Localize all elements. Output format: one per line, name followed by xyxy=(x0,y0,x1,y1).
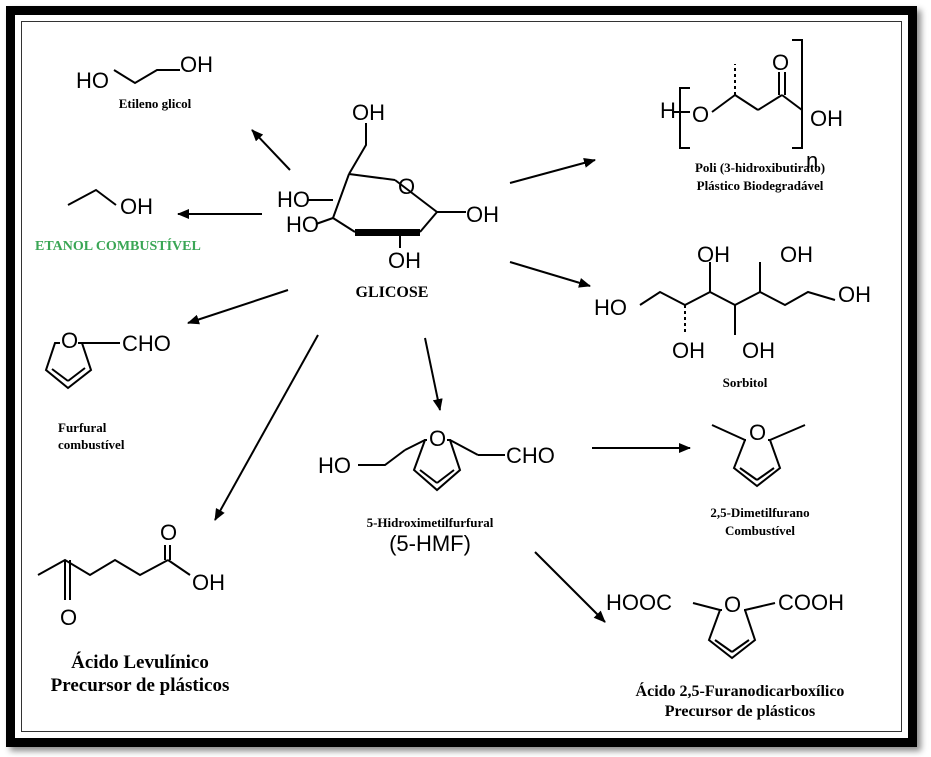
furfural-cho: CHO xyxy=(122,331,171,356)
arrow-to-sorbitol xyxy=(509,261,591,288)
dmf-o: O xyxy=(749,420,766,445)
fdca-o: O xyxy=(724,592,741,617)
hmf-cho: CHO xyxy=(506,443,555,468)
phb-caption-1: Poli (3-hidroxibutirato) xyxy=(695,160,825,175)
levulinico-o-top: O xyxy=(160,520,177,545)
furfural-structure: O CHO xyxy=(44,328,171,390)
dmf-structure: O xyxy=(711,420,806,488)
sorbitol-ho: HO xyxy=(594,295,627,320)
phb-h: H xyxy=(660,98,676,123)
hmf-caption-1: 5-Hidroximetilfurfural xyxy=(367,515,494,530)
glucose-oh-bottom: OH xyxy=(388,248,421,273)
levulinico-caption-2: Precursor de plásticos xyxy=(51,675,230,696)
furfural-caption-2: combustível xyxy=(58,437,125,452)
ethanol-structure: OH xyxy=(67,188,153,219)
arrow-to-phb xyxy=(509,158,596,184)
phb-oh: OH xyxy=(810,106,843,131)
glucose-oh-right: OH xyxy=(466,202,499,227)
dmf-caption-1: 2,5-Dimetilfurano xyxy=(710,505,809,520)
glucose-structure: OH O HO HO OH OH xyxy=(277,100,499,273)
sorbitol-oh-2: OH xyxy=(780,242,813,267)
sorbitol-oh-5: OH xyxy=(742,338,775,363)
hmf-ho: HO xyxy=(318,453,351,478)
levulinic-acid-structure: O O OH xyxy=(37,520,225,630)
phb-n: n xyxy=(806,148,818,173)
etileno-oh: OH xyxy=(180,52,213,77)
dmf-caption-2: Combustível xyxy=(725,523,795,538)
phb-structure: H O O OH n xyxy=(660,39,843,173)
hmf-structure: O HO CHO xyxy=(318,425,555,492)
levulinico-oh: OH xyxy=(192,570,225,595)
sorbitol-caption: Sorbitol xyxy=(723,375,768,390)
hmf-o: O xyxy=(429,426,446,451)
phb-caption-2: Plástico Biodegradável xyxy=(697,178,824,193)
diagram-frame xyxy=(6,6,917,747)
phb-o-carbonyl: O xyxy=(772,50,789,75)
etileno-caption: Etileno glicol xyxy=(119,96,192,111)
sorbitol-oh-1: OH xyxy=(697,242,730,267)
fdca-caption-1: Ácido 2,5-Furanodicarboxílico xyxy=(636,681,845,700)
fdca-hooc: HOOC xyxy=(606,590,672,615)
diagram-inner-border xyxy=(21,21,902,732)
ethylene-glycol-structure: HO OH xyxy=(76,52,213,93)
arrow-to-etileno xyxy=(251,129,291,171)
fdca-structure: O HOOC COOH xyxy=(606,590,844,660)
sorbitol-oh-3: OH xyxy=(838,282,871,307)
sorbitol-structure: HO OH OH OH OH OH xyxy=(594,242,871,363)
fdca-caption-2: Precursor de plásticos xyxy=(665,703,816,720)
sorbitol-oh-4: OH xyxy=(672,338,705,363)
furfural-caption-1: Furfural xyxy=(58,420,107,435)
furfural-o: O xyxy=(61,328,78,353)
glucose-ho-2: HO xyxy=(286,212,319,237)
arrow-to-fdca xyxy=(534,551,606,623)
arrow-to-hmf xyxy=(424,337,443,411)
fdca-cooh: COOH xyxy=(778,590,844,615)
glucose-ring-o: O xyxy=(398,174,415,199)
arrow-to-levulinico xyxy=(214,334,319,521)
etileno-ho: HO xyxy=(76,68,109,93)
phb-o: O xyxy=(692,102,709,127)
glucose-label: GLICOSE xyxy=(356,284,429,301)
levulinico-caption-1: Ácido Levulínico xyxy=(71,651,209,673)
hmf-caption-2: (5-HMF) xyxy=(389,531,471,556)
glucose-oh-top: OH xyxy=(352,100,385,125)
arrow-to-furfural xyxy=(187,289,289,325)
etanol-caption: ETANOL COMBUSTÍVEL xyxy=(35,237,201,254)
etanol-oh: OH xyxy=(120,194,153,219)
glucose-ho-1: HO xyxy=(277,187,310,212)
levulinico-o-bottom: O xyxy=(60,605,77,630)
